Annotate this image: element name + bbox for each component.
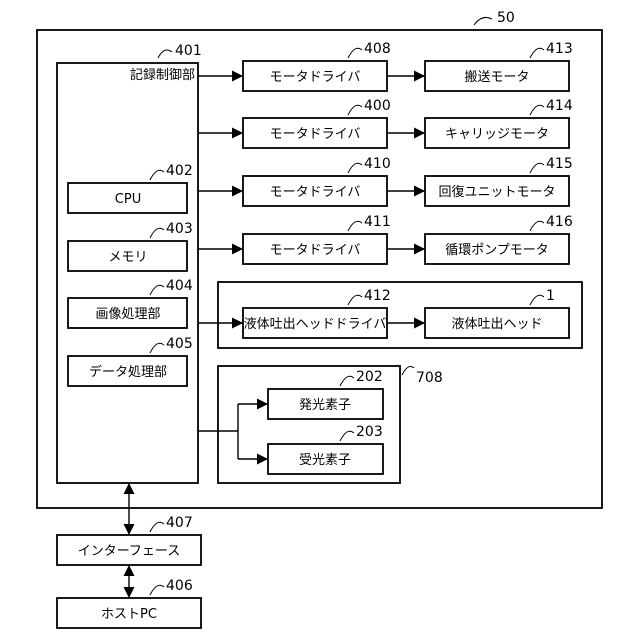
driver-conveyance-ref: 408	[364, 41, 391, 57]
image-proc-ref: 404	[166, 278, 193, 294]
image-proc-label: 画像処理部	[95, 307, 160, 322]
head-driver-label: 液体吐出ヘッドドライバ	[244, 317, 387, 332]
driver-conveyance-label: モータドライバ	[270, 70, 361, 85]
controller-box	[57, 63, 198, 483]
host-ref-leader	[150, 585, 164, 595]
motor-recovery-ref: 415	[546, 156, 573, 172]
interface-label: インターフェース	[78, 544, 181, 559]
motor-carriage-ref: 414	[546, 98, 573, 114]
host-label: ホストPC	[101, 607, 157, 622]
data-proc-ref: 405	[166, 336, 193, 352]
motor-conveyance-label: 搬送モータ	[464, 70, 529, 85]
motor-pump-ref: 416	[546, 214, 573, 230]
head-label: 液体吐出ヘッド	[451, 317, 542, 332]
emitter-ref: 202	[356, 369, 383, 385]
data-proc-label: データ処理部	[89, 364, 167, 380]
controller-label: 記録制御部	[130, 67, 195, 83]
cpu-label: CPU	[115, 192, 141, 207]
receiver-label: 受光素子	[299, 453, 351, 468]
driver-pump-label: モータドライバ	[270, 243, 361, 258]
motor-recovery-label: 回復ユニットモータ	[438, 184, 555, 200]
host-ref: 406	[166, 578, 193, 594]
memory-ref: 403	[166, 221, 193, 237]
motor-carriage-label: キャリッジモータ	[445, 127, 549, 142]
controller-ref: 401	[175, 43, 202, 59]
motor-pump-label: 循環ポンプモータ	[445, 243, 549, 258]
head-driver-ref: 412	[364, 288, 391, 304]
interface-ref-leader	[150, 522, 164, 532]
head-ref: 1	[546, 288, 555, 304]
interface-ref: 407	[166, 515, 193, 531]
driver-carriage-label: モータドライバ	[270, 127, 361, 142]
sensor-group-ref: 708	[416, 370, 443, 386]
device-ref: 50	[497, 10, 515, 26]
driver-recovery-label: モータドライバ	[270, 185, 361, 200]
device-ref-leader	[474, 17, 492, 25]
motor-conveyance-ref: 413	[546, 41, 573, 57]
driver-carriage-ref: 400	[364, 98, 391, 114]
driver-recovery-ref: 410	[364, 156, 391, 172]
cpu-ref: 402	[166, 163, 193, 179]
memory-label: メモリ	[108, 250, 147, 265]
receiver-ref: 203	[356, 424, 383, 440]
driver-pump-ref: 411	[364, 214, 391, 230]
emitter-label: 発光素子	[299, 398, 351, 413]
